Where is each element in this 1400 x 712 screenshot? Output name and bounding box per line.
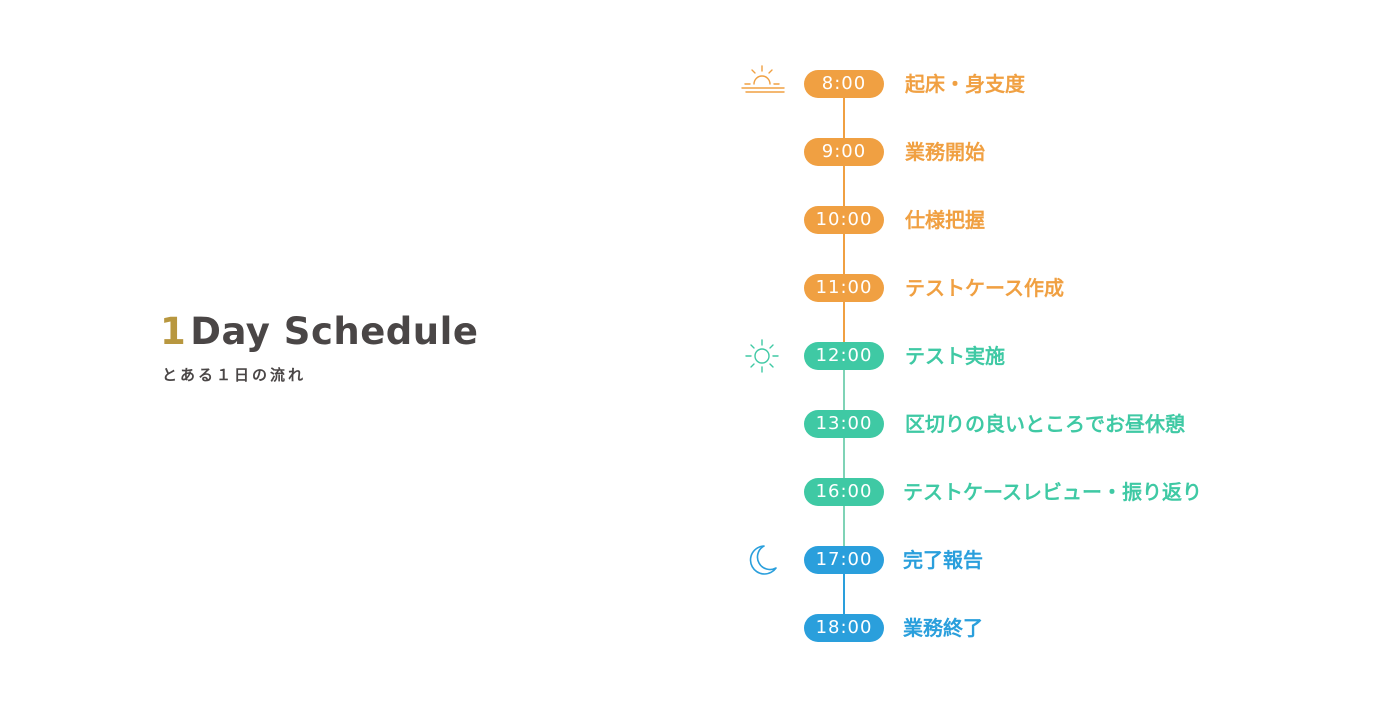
- activity-label: 完了報告: [903, 548, 983, 572]
- moon-icon: [749, 545, 777, 575]
- activity-label: 業務終了: [903, 616, 983, 640]
- schedule-row: 12:00 テスト実施: [0, 339, 1400, 373]
- time-badge: 12:00: [804, 342, 884, 370]
- time-badge: 11:00: [804, 274, 884, 302]
- time-badge: 17:00: [804, 546, 884, 574]
- timeline-segment-evening: [843, 574, 845, 614]
- schedule-row: 10:00 仕様把握: [0, 206, 1400, 234]
- title-number: 1: [160, 310, 187, 353]
- schedule-row: 9:00 業務開始: [0, 138, 1400, 166]
- time-badge: 18:00: [804, 614, 884, 642]
- schedule-row: 17:00 完了報告: [0, 545, 1400, 575]
- activity-label: テストケースレビュー・振り返り: [903, 480, 1202, 504]
- schedule-row: 16:00 テストケースレビュー・振り返り: [0, 478, 1400, 506]
- activity-label: テストケース作成: [905, 276, 1064, 300]
- activity-label: 業務開始: [905, 140, 985, 164]
- activity-label: テスト実施: [905, 344, 1005, 368]
- time-badge: 10:00: [804, 206, 884, 234]
- time-badge: 13:00: [804, 410, 884, 438]
- schedule-row: 13:00 区切りの良いところでお昼休憩: [0, 410, 1400, 438]
- schedule-row: 11:00 テストケース作成: [0, 274, 1400, 302]
- time-badge: 9:00: [804, 138, 884, 166]
- sun-icon: [745, 339, 779, 373]
- activity-label: 起床・身支度: [905, 72, 1025, 96]
- sunrise-icon: [741, 65, 785, 93]
- time-badge: 8:00: [804, 70, 884, 98]
- title-text: Day Schedule: [190, 310, 479, 353]
- timeline-segment-noon: [843, 370, 845, 546]
- time-badge: 16:00: [804, 478, 884, 506]
- page-subtitle: とある１日の流れ: [162, 366, 307, 384]
- schedule-row: 8:00 起床・身支度: [0, 65, 1400, 98]
- activity-label: 区切りの良いところでお昼休憩: [905, 412, 1185, 436]
- activity-label: 仕様把握: [905, 208, 985, 232]
- schedule-row: 18:00 業務終了: [0, 614, 1400, 642]
